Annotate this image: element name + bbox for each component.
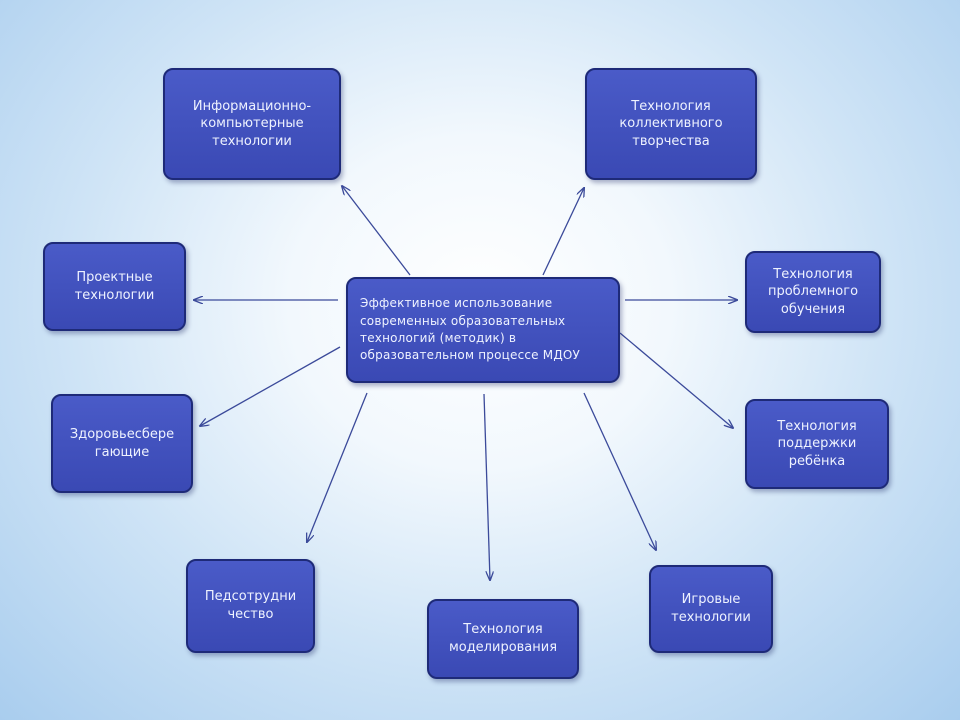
node-podderzhka: Технология поддержки ребёнка: [745, 399, 889, 489]
node-proekt: Проектные технологии: [43, 242, 186, 331]
node-problem: Технология проблемного обучения: [745, 251, 881, 333]
node-zdorov: Здоровьесбере гающие: [51, 394, 193, 493]
node-model: Технология моделирования: [427, 599, 579, 679]
node-igrovye: Игровые технологии: [649, 565, 773, 653]
arrow-to-ikt: [342, 186, 411, 276]
arrow-to-podderzhka: [619, 332, 733, 428]
node-kollektiv: Технология коллективного творчества: [585, 68, 757, 180]
center-node: Эффективное использование современных об…: [346, 277, 620, 383]
node-ikt: Информационно- компьютерные технологии: [163, 68, 341, 180]
arrow-to-model: [483, 393, 490, 580]
arrow-to-kollektiv: [542, 188, 584, 276]
arrow-to-zdorov: [200, 346, 341, 426]
node-pedsotr: Педсотрудни чество: [186, 559, 315, 653]
arrow-to-pedsotr: [307, 392, 368, 542]
arrow-to-igrovye: [583, 392, 656, 550]
